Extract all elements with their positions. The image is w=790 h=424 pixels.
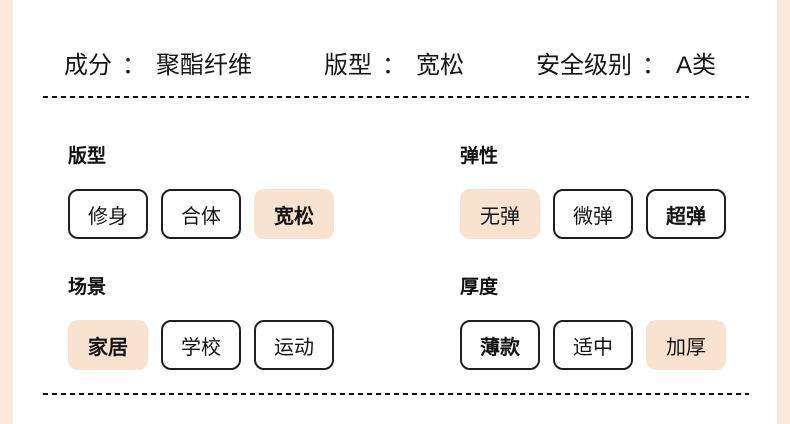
section-title: 版型 (68, 146, 107, 167)
summary-colon: ： (122, 52, 146, 79)
option-chip-弹性-微弹[interactable]: 微弹 (553, 189, 633, 239)
top-dashed-divider (43, 96, 749, 98)
section-title: 弹性 (460, 146, 499, 167)
option-chip-row: 无弹 微弹 超弹 (460, 189, 728, 239)
bottom-dashed-divider (43, 393, 749, 395)
option-chip-厚度-薄款[interactable]: 薄款 (460, 320, 540, 370)
left-accent-strip (0, 0, 13, 424)
option-chip-row: 修身 合体 宽松 (68, 189, 460, 239)
right-accent-strip (777, 0, 790, 424)
option-chip-row: 薄款 适中 加厚 (460, 320, 728, 370)
summary-item: 版型 ： 宽松 (324, 51, 464, 81)
attribute-section: 场景 家居 学校 运动 (68, 277, 460, 370)
option-chip-场景-家居[interactable]: 家居 (68, 320, 148, 370)
option-chip-版型-合体[interactable]: 合体 (161, 189, 241, 239)
summary-label: 安全级别 (536, 52, 632, 79)
attribute-section: 版型 修身 合体 宽松 (68, 146, 460, 239)
attribute-sections-grid: 版型 修身 合体 宽松 弹性 无弹 微弹 超弹 场景 家居 学校 运动 厚度 薄… (68, 146, 728, 370)
option-chip-版型-宽松[interactable]: 宽松 (254, 189, 334, 239)
summary-item: 安全级别 ： A类 (536, 51, 716, 81)
option-chip-厚度-加厚[interactable]: 加厚 (646, 320, 726, 370)
option-chip-厚度-适中[interactable]: 适中 (553, 320, 633, 370)
option-chip-版型-修身[interactable]: 修身 (68, 189, 148, 239)
product-summary-row: 成分 ： 聚酯纤维 版型 ： 宽松 安全级别 ： A类 (64, 51, 716, 81)
attribute-section: 弹性 无弹 微弹 超弹 (460, 146, 728, 239)
option-chip-场景-学校[interactable]: 学校 (161, 320, 241, 370)
attribute-section: 厚度 薄款 适中 加厚 (460, 277, 728, 370)
summary-item: 成分 ： 聚酯纤维 (64, 51, 252, 81)
option-chip-弹性-超弹[interactable]: 超弹 (646, 189, 726, 239)
option-chip-弹性-无弹[interactable]: 无弹 (460, 189, 540, 239)
summary-value: 聚酯纤维 (156, 52, 252, 79)
section-title: 场景 (68, 277, 107, 298)
summary-label: 成分 (64, 52, 112, 79)
summary-label: 版型 (324, 52, 372, 79)
summary-colon: ： (642, 52, 666, 79)
summary-colon: ： (382, 52, 406, 79)
option-chip-row: 家居 学校 运动 (68, 320, 460, 370)
summary-value: A类 (676, 52, 717, 79)
section-title: 厚度 (460, 277, 499, 298)
option-chip-场景-运动[interactable]: 运动 (254, 320, 334, 370)
summary-value: 宽松 (416, 52, 464, 79)
